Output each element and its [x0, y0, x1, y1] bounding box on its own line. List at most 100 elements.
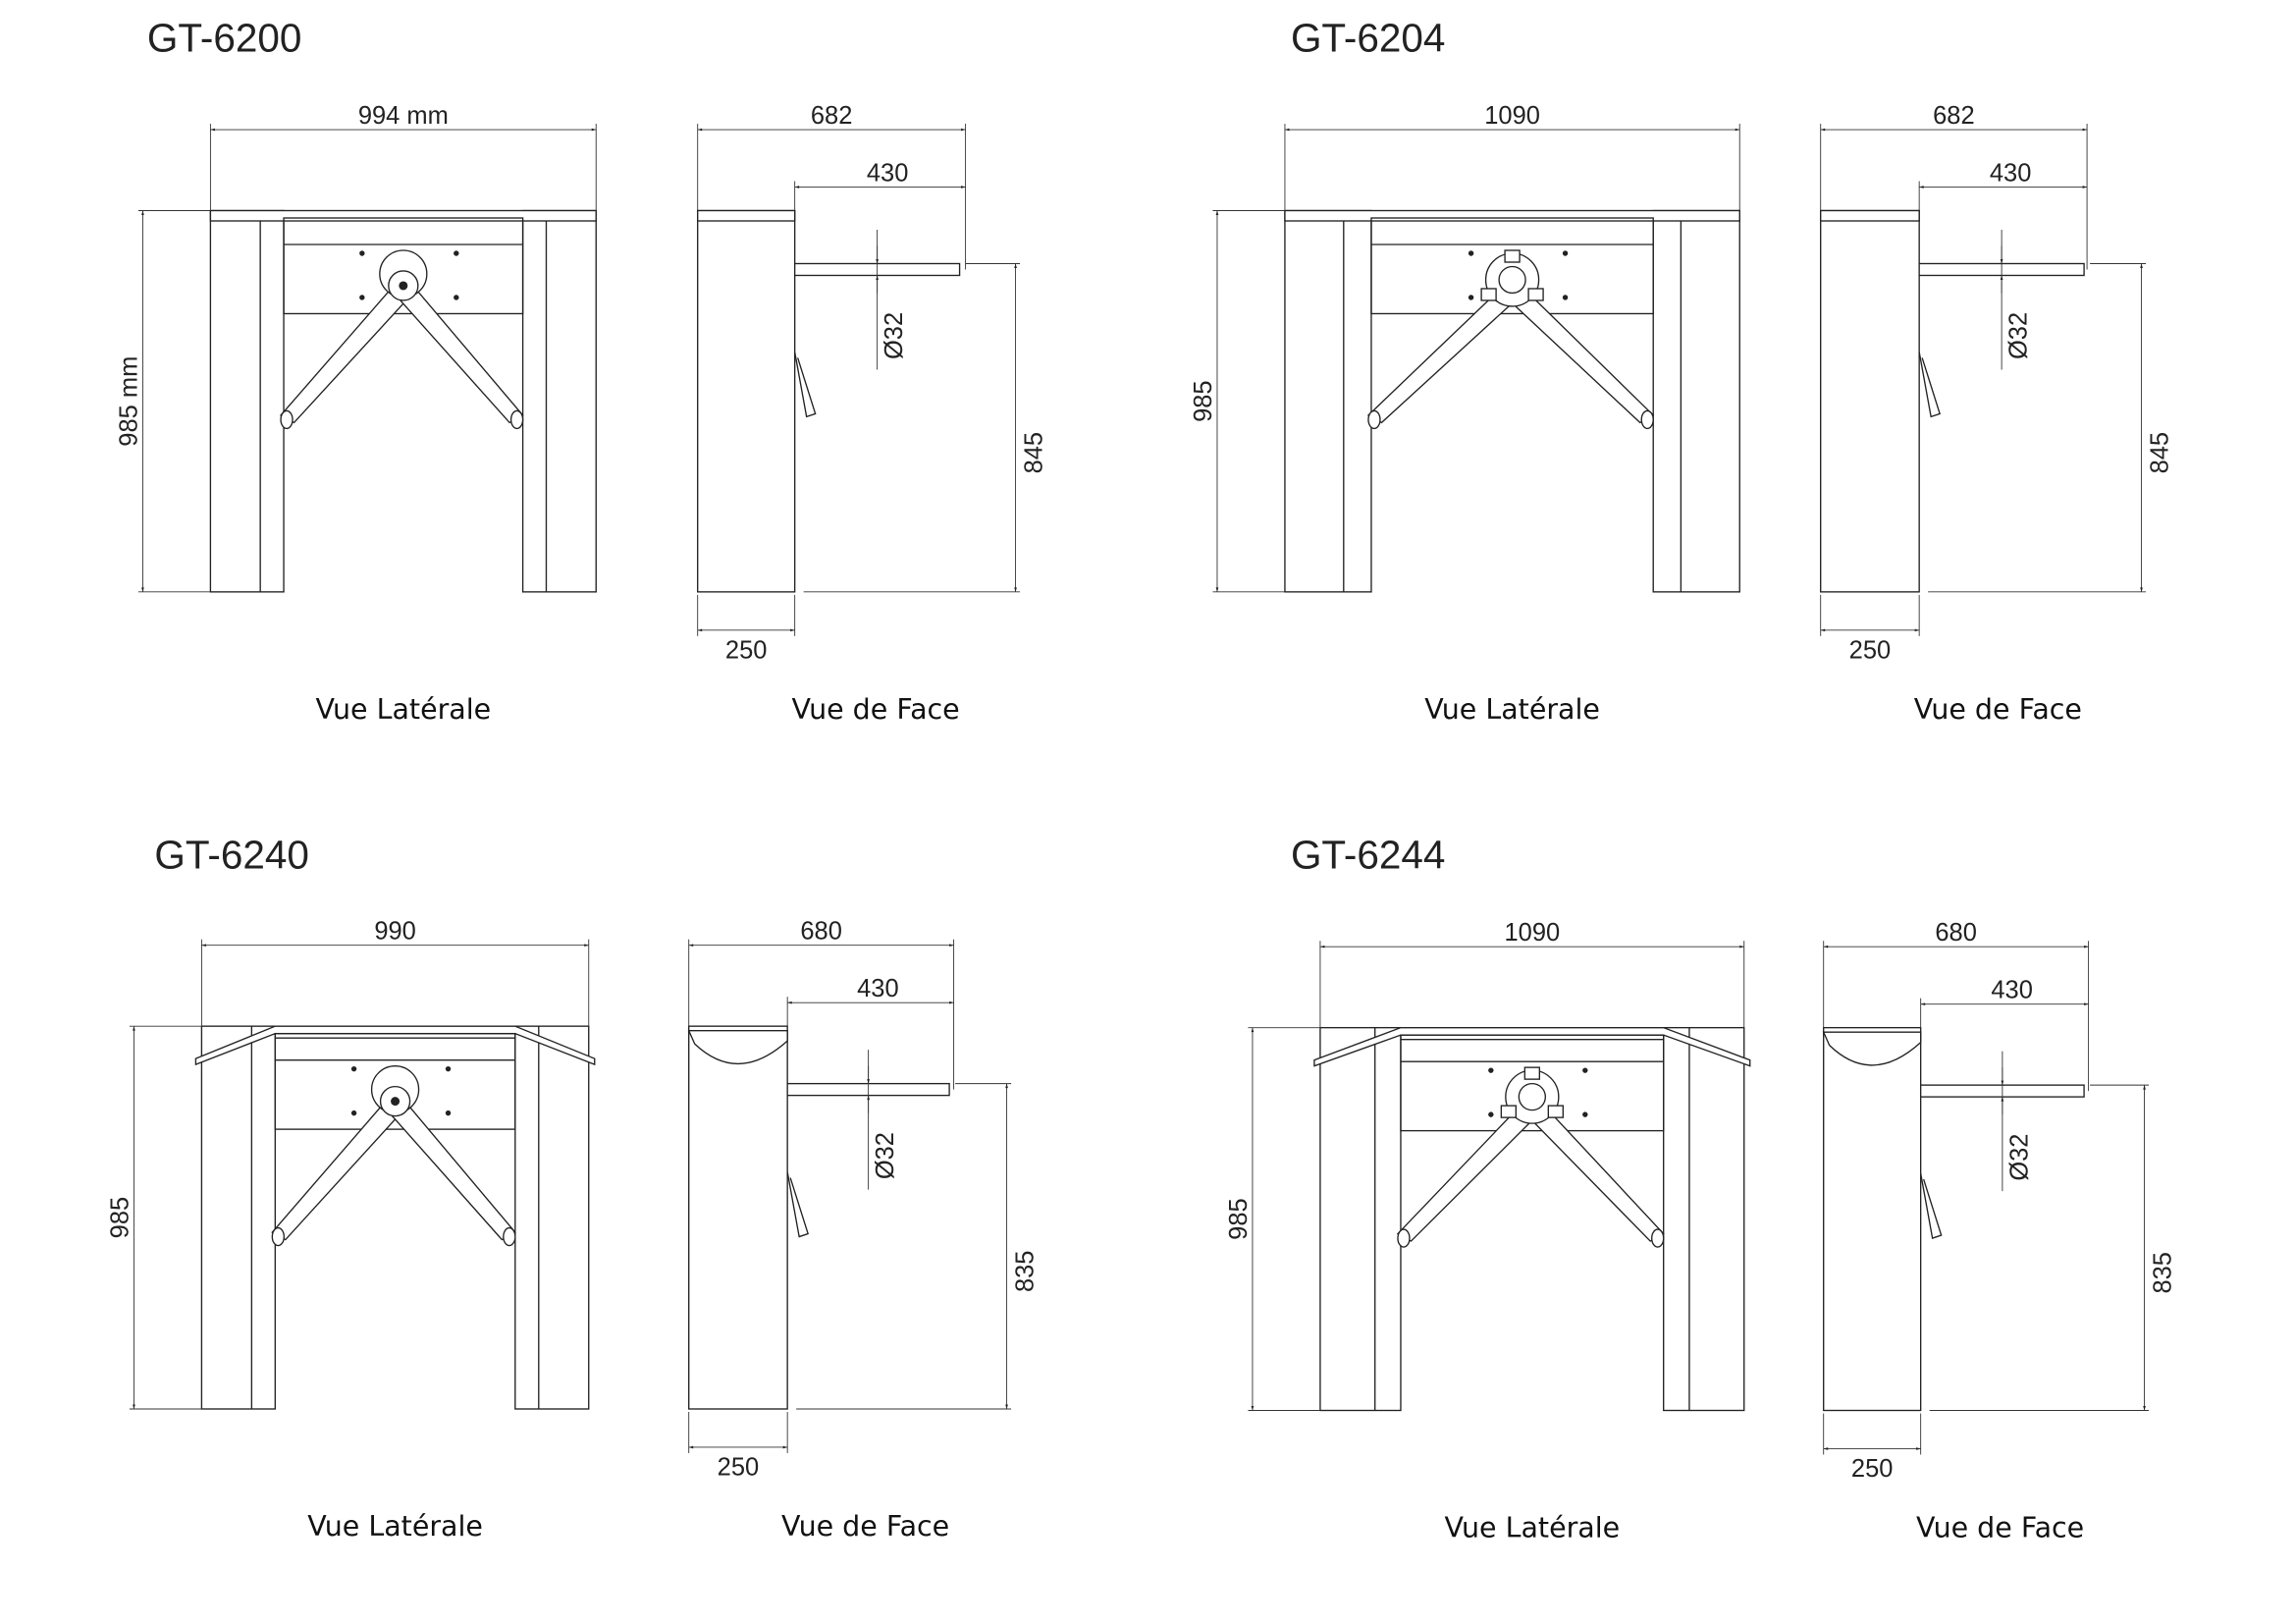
- bolt: [359, 295, 365, 300]
- left-post: [1319, 1026, 1402, 1412]
- arm-length-label: 430: [1990, 160, 2031, 188]
- arm-end: [280, 409, 294, 430]
- bolt: [445, 1110, 452, 1116]
- diameter-label: Ø32: [872, 1132, 899, 1179]
- front-view-caption: Vue de Face: [781, 1510, 949, 1543]
- turnstile-arm-left: [1396, 1108, 1536, 1242]
- bolt: [1488, 1067, 1494, 1073]
- arm-mount: [1523, 1066, 1541, 1080]
- side-view-caption: Vue Latérale: [1424, 693, 1600, 726]
- width-label: 1090: [1504, 919, 1560, 947]
- arm-end: [1640, 409, 1654, 430]
- height-label: 985: [1190, 380, 1217, 422]
- cabinet: [697, 209, 796, 593]
- turnstile-arm-right: [392, 1107, 516, 1241]
- lower-arm: [1918, 352, 1941, 418]
- right-post: [521, 209, 597, 593]
- front-view-caption: Vue de Face: [1916, 1511, 2084, 1543]
- bolt: [454, 295, 459, 300]
- head-box: [283, 217, 524, 315]
- model-title: GT-6240: [154, 833, 308, 878]
- side-view-caption: Vue Latérale: [315, 693, 491, 726]
- left-post: [209, 209, 285, 593]
- bolt: [350, 1110, 357, 1116]
- bolt: [1562, 250, 1569, 256]
- left-post: [1284, 209, 1372, 593]
- arm-end: [509, 409, 524, 430]
- cabinet: [1820, 209, 1920, 593]
- top-cover: [1284, 209, 1740, 222]
- arm-length-label: 430: [867, 160, 909, 188]
- lower-arm: [786, 1171, 809, 1238]
- arm-end: [1397, 1228, 1411, 1248]
- front-view-caption: Vue de Face: [1914, 693, 2082, 726]
- diameter-label: Ø32: [881, 312, 908, 359]
- arm-height-label: 835: [1012, 1251, 1040, 1293]
- top-cover: [1820, 209, 1920, 222]
- right-post: [1652, 209, 1740, 593]
- arm-end: [503, 1226, 516, 1247]
- arm-mount: [1480, 288, 1497, 301]
- arm-mount: [1547, 1105, 1564, 1118]
- face-width-label: 680: [800, 918, 842, 946]
- turnstile-arm-left: [1366, 291, 1517, 424]
- arm-mount: [1500, 1105, 1518, 1118]
- cabinet: [688, 1025, 788, 1410]
- turnstile-arm-right: [400, 291, 524, 424]
- width-label: 994 mm: [358, 102, 449, 130]
- head-box: [1370, 217, 1654, 315]
- face-width-label: 682: [1933, 102, 1975, 130]
- top-cover: [194, 1025, 596, 1066]
- arm-length-label: 430: [857, 975, 899, 1002]
- bolt: [350, 1065, 357, 1072]
- bolt: [1468, 295, 1474, 300]
- depth-label: 250: [718, 1453, 760, 1481]
- bolt: [454, 250, 459, 256]
- side-view-caption: Vue Latérale: [307, 1510, 483, 1543]
- bolt: [1582, 1111, 1588, 1117]
- lower-arm: [1919, 1172, 1943, 1239]
- top-cover: [1313, 1026, 1751, 1067]
- arm-height-label: 845: [2147, 432, 2174, 474]
- bolt: [1582, 1067, 1588, 1073]
- model-title: GT-6244: [1291, 833, 1445, 878]
- bolt: [359, 250, 365, 256]
- model-title: GT-6200: [147, 16, 301, 61]
- top-cover: [1822, 1031, 1922, 1066]
- turnstile-arm-left: [271, 1107, 400, 1241]
- diameter-label: Ø32: [2005, 1134, 2033, 1181]
- arm-height-label: 845: [1021, 432, 1048, 474]
- arm-end: [271, 1226, 286, 1247]
- top-cover: [697, 209, 796, 222]
- height-label: 985: [1225, 1198, 1253, 1240]
- bolt: [1468, 250, 1474, 256]
- depth-label: 250: [1849, 636, 1892, 664]
- rotor-axis: [399, 281, 408, 291]
- arm-length-label: 430: [1991, 977, 2033, 1004]
- turnstile-arm-right: [1509, 291, 1655, 424]
- top-cover: [209, 209, 597, 222]
- turnstile-arm-left: [279, 291, 407, 424]
- arm-mount: [1504, 249, 1521, 263]
- side-view-caption: Vue Latérale: [1444, 1511, 1620, 1543]
- rotor-center: [1518, 1082, 1547, 1111]
- model-title: GT-6204: [1291, 16, 1445, 61]
- depth-label: 250: [1851, 1455, 1894, 1483]
- rotor-center: [1498, 265, 1526, 295]
- top-cover: [687, 1029, 788, 1065]
- left-post: [200, 1025, 277, 1410]
- head-box: [274, 1032, 516, 1130]
- arm-end: [1367, 409, 1381, 430]
- right-post: [1663, 1026, 1745, 1412]
- right-post: [514, 1025, 590, 1410]
- bolt: [445, 1065, 452, 1072]
- diameter-label: Ø32: [2005, 312, 2033, 359]
